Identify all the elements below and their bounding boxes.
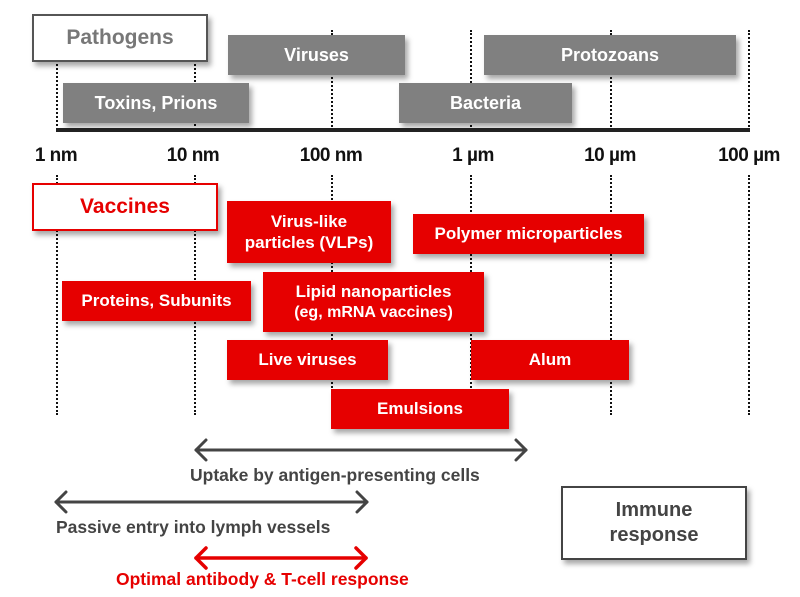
vaccine-bar-lipid-nanoparticles: Lipid nanoparticles (eg, mRNA vaccines) [263,272,484,332]
vaccine-bar-vlps: Virus-like particles (VLPs) [227,201,391,263]
vaccine-bar-emulsions: Emulsions [331,389,509,429]
pathogen-bar-viruses: Viruses [228,35,405,75]
pathogen-bar-protozoans: Protozoans [484,35,736,75]
tick-label-100nm: 100 nm [299,145,363,166]
pathogen-bar-toxins-prions: Toxins, Prions [63,83,249,123]
gridline-100um-top [748,30,750,130]
tick-label-1um: 1 µm [452,145,494,166]
vaccines-header: Vaccines [32,183,218,231]
tick-label-1nm: 1 nm [34,145,78,166]
tick-label-10nm: 10 nm [166,145,220,166]
gridline-1nm-bottom [56,175,58,415]
pathogen-bar-bacteria: Bacteria [399,83,572,123]
vaccine-bar-live-viruses: Live viruses [227,340,388,380]
arrow-uptake-apc [194,438,528,462]
vaccine-bar-lnp-line1: Lipid nanoparticles [295,282,452,302]
gridline-100nm-top [331,30,333,130]
vaccine-bar-lnp-line2: (eg, mRNA vaccines) [294,303,453,321]
immune-response-line1: Immune [615,499,693,521]
arrow-passive-lymph [54,490,369,514]
gridline-10um-top [610,30,612,130]
immune-response-box: Immune response [561,486,747,560]
arrow-optimal-response [194,546,368,570]
vaccine-bar-proteins-subunits: Proteins, Subunits [62,281,251,321]
gridline-1nm-top [56,60,58,130]
vaccine-bar-vlps-line2: particles (VLPs) [244,233,374,252]
gridline-100um-bottom [748,175,750,415]
range-label-passive-lymph: Passive entry into lymph vessels [56,517,331,537]
gridline-10um-bottom [610,175,612,415]
range-label-optimal-response: Optimal antibody & T-cell response [116,569,409,589]
pathogens-header: Pathogens [32,14,208,62]
gridline-1um-top [470,30,472,130]
range-label-uptake-apc: Uptake by antigen-presenting cells [190,465,480,485]
tick-label-100um: 100 µm [718,145,780,166]
tick-label-10um: 10 µm [584,145,636,166]
vaccine-bar-alum: Alum [471,340,629,380]
vaccine-bar-polymer-microparticles: Polymer microparticles [413,214,644,254]
immune-response-line2: response [609,524,699,546]
size-axis [56,128,750,132]
vaccine-bar-vlps-line1: Virus-like [270,211,348,231]
